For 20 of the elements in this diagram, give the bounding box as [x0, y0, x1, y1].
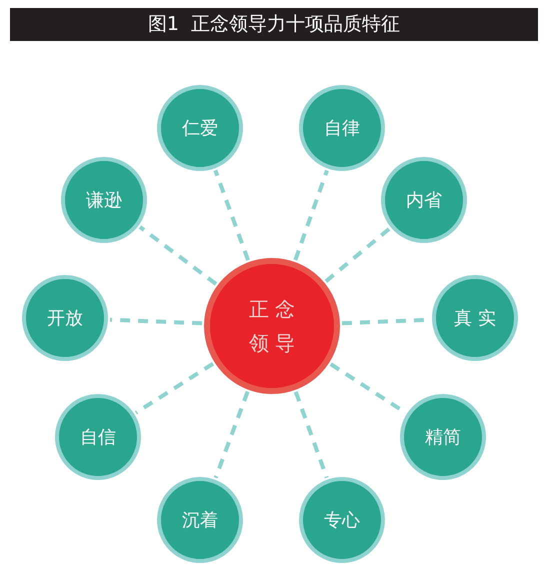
circle-label: 自律 [324, 117, 360, 140]
dashed-connector [293, 170, 329, 261]
circle-label: 沉着 [182, 509, 218, 532]
circle-label: 内省 [406, 189, 442, 212]
dashed-connector [294, 391, 329, 478]
dashed-connector [110, 318, 202, 326]
dashed-connector [134, 362, 214, 414]
circle-label: 仁爱 [182, 117, 218, 140]
circle-label: 真 实 [454, 307, 496, 330]
circle-label: 谦逊 [86, 189, 122, 212]
circle-label: 自信 [80, 426, 116, 449]
dashed-connector [138, 225, 218, 286]
dashed-connector [324, 227, 391, 283]
circle-label: 正 念领 导 [248, 296, 296, 357]
title-bar: 图1 正念领导力十项品质特征 [10, 8, 538, 41]
circle-label: 开放 [47, 307, 83, 330]
dashed-connector [214, 170, 250, 261]
circle-label: 专心 [324, 509, 360, 532]
dashed-connector [214, 390, 250, 479]
circle-label: 精简 [425, 426, 461, 449]
